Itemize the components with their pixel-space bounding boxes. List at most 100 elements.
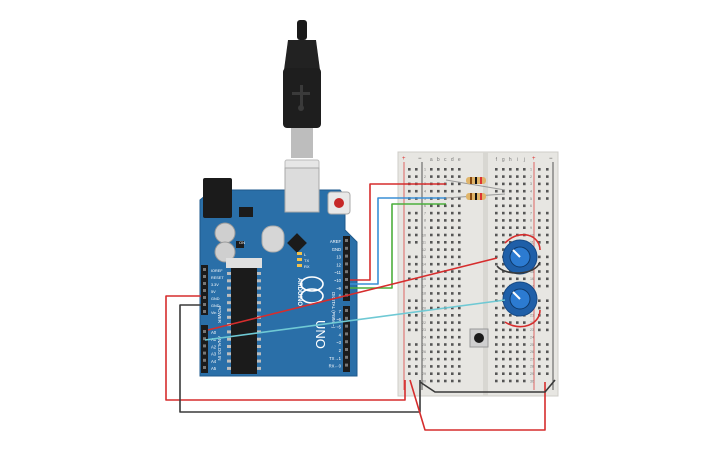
rail-hole[interactable] xyxy=(408,321,411,324)
breadboard-hole[interactable] xyxy=(451,365,454,368)
breadboard-hole[interactable] xyxy=(516,175,519,178)
breadboard-hole[interactable] xyxy=(458,299,461,302)
breadboard-hole[interactable] xyxy=(444,292,447,295)
breadboard-hole[interactable] xyxy=(516,204,519,208)
rail-hole[interactable] xyxy=(415,365,418,368)
breadboard-hole[interactable] xyxy=(502,372,505,375)
rail-hole[interactable] xyxy=(408,241,411,244)
breadboard-hole[interactable] xyxy=(495,219,498,222)
breadboard-hole[interactable] xyxy=(495,233,498,237)
breadboard-hole[interactable] xyxy=(458,379,461,383)
breadboard-hole[interactable] xyxy=(523,328,526,332)
breadboard-hole[interactable] xyxy=(458,365,461,368)
breadboard-hole[interactable] xyxy=(451,226,454,229)
breadboard-hole[interactable] xyxy=(437,321,440,324)
breadboard-hole[interactable] xyxy=(509,175,512,178)
rail-hole[interactable] xyxy=(538,233,541,237)
breadboard-hole[interactable] xyxy=(516,189,519,193)
breadboard-hole[interactable] xyxy=(502,189,505,193)
rail-hole[interactable] xyxy=(415,189,418,193)
rail-hole[interactable] xyxy=(538,219,541,222)
breadboard-hole[interactable] xyxy=(502,277,505,281)
breadboard-hole[interactable] xyxy=(430,248,433,251)
rail-hole[interactable] xyxy=(538,357,541,361)
breadboard-hole[interactable] xyxy=(451,321,454,324)
rail-hole[interactable] xyxy=(538,211,541,215)
rail-hole[interactable] xyxy=(408,299,411,302)
rail-hole[interactable] xyxy=(538,365,541,368)
breadboard-hole[interactable] xyxy=(451,284,454,288)
breadboard-hole[interactable] xyxy=(502,314,505,317)
rail-hole[interactable] xyxy=(546,233,549,237)
breadboard-hole[interactable] xyxy=(502,350,505,354)
breadboard-hole[interactable] xyxy=(451,219,454,222)
digital-header-top[interactable] xyxy=(343,236,350,301)
breadboard-hole[interactable] xyxy=(444,204,447,208)
breadboard-hole[interactable] xyxy=(502,226,505,229)
breadboard-hole[interactable] xyxy=(516,182,519,186)
rail-hole[interactable] xyxy=(546,306,549,310)
breadboard-hole[interactable] xyxy=(451,248,454,251)
breadboard-hole[interactable] xyxy=(444,248,447,251)
header-pin[interactable] xyxy=(345,309,348,312)
breadboard-hole[interactable] xyxy=(430,335,433,339)
rail-hole[interactable] xyxy=(546,226,549,229)
breadboard-hole[interactable] xyxy=(495,335,498,339)
header-pin[interactable] xyxy=(203,268,206,271)
breadboard-hole[interactable] xyxy=(502,233,505,237)
breadboard-hole[interactable] xyxy=(437,306,440,310)
breadboard-hole[interactable] xyxy=(444,262,447,266)
rail-hole[interactable] xyxy=(546,357,549,361)
breadboard-hole[interactable] xyxy=(437,189,440,193)
breadboard-hole[interactable] xyxy=(509,379,512,383)
rail-hole[interactable] xyxy=(408,168,411,171)
wires[interactable] xyxy=(165,183,556,431)
breadboard-hole[interactable] xyxy=(509,343,512,346)
rail-hole[interactable] xyxy=(546,255,549,259)
breadboard-hole[interactable] xyxy=(516,365,519,368)
breadboard-hole[interactable] xyxy=(458,168,461,171)
breadboard-hole[interactable] xyxy=(495,189,498,193)
rail-hole[interactable] xyxy=(546,314,549,317)
rail-hole[interactable] xyxy=(546,211,549,215)
rail-hole[interactable] xyxy=(408,277,411,281)
breadboard-hole[interactable] xyxy=(444,372,447,375)
header-pin[interactable] xyxy=(345,285,348,289)
rail-hole[interactable] xyxy=(415,299,418,302)
breadboard-hole[interactable] xyxy=(495,277,498,281)
rail-hole[interactable] xyxy=(546,350,549,354)
rail-hole[interactable] xyxy=(408,226,411,229)
breadboard-hole[interactable] xyxy=(444,255,447,259)
breadboard-hole[interactable] xyxy=(437,233,440,237)
header-pin[interactable] xyxy=(203,303,206,306)
breadboard-hole[interactable] xyxy=(516,197,519,200)
breadboard-hole[interactable] xyxy=(509,197,512,200)
rail-hole[interactable] xyxy=(538,175,541,178)
breadboard-hole[interactable] xyxy=(444,321,447,324)
header-pin[interactable] xyxy=(203,289,206,292)
potentiometer-2[interactable] xyxy=(502,281,538,317)
breadboard-hole[interactable] xyxy=(458,233,461,237)
breadboard-hole[interactable] xyxy=(444,350,447,354)
breadboard-hole[interactable] xyxy=(523,365,526,368)
header-pin[interactable] xyxy=(203,310,206,313)
breadboard[interactable]: + − + − 11223344556677889910101111121213… xyxy=(397,151,559,397)
breadboard-hole[interactable] xyxy=(458,343,461,346)
header-pin[interactable] xyxy=(345,340,348,344)
rail-hole[interactable] xyxy=(546,168,549,171)
breadboard-hole[interactable] xyxy=(509,372,512,375)
rail-hole[interactable] xyxy=(546,372,549,375)
breadboard-hole[interactable] xyxy=(437,262,440,266)
breadboard-hole[interactable] xyxy=(502,306,505,310)
breadboard-hole[interactable] xyxy=(458,328,461,332)
breadboard-hole[interactable] xyxy=(458,175,461,178)
breadboard-hole[interactable] xyxy=(502,284,505,288)
rail-hole[interactable] xyxy=(538,226,541,229)
breadboard-hole[interactable] xyxy=(458,226,461,229)
resistor-1[interactable] xyxy=(445,177,506,191)
breadboard-hole[interactable] xyxy=(437,328,440,332)
header-pin[interactable] xyxy=(345,270,348,274)
breadboard-hole[interactable] xyxy=(502,241,505,244)
breadboard-hole[interactable] xyxy=(444,365,447,368)
breadboard-hole[interactable] xyxy=(509,182,512,186)
